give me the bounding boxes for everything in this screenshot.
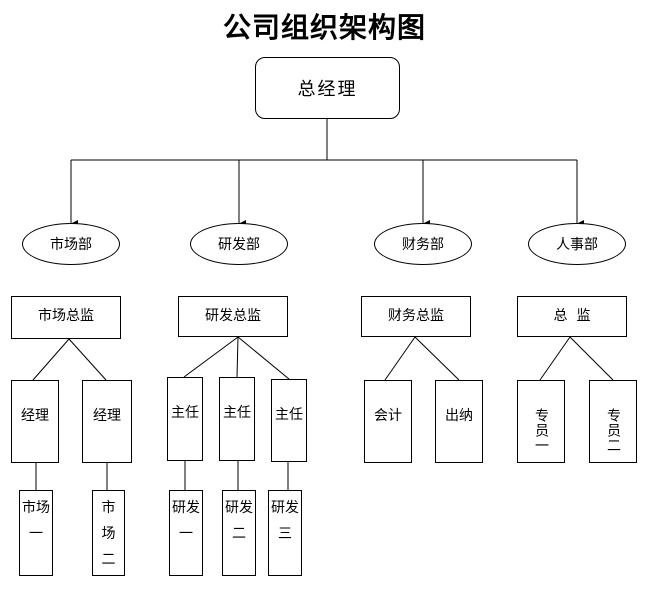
rnd-lead-box-3: 主任 (271, 379, 307, 462)
rnd-team-label-1: 研发一 (172, 500, 200, 542)
rnd-lead-label-3: 主任 (275, 407, 303, 423)
hr-specialist-box-1: 专员一 (517, 380, 565, 463)
dept-hr-ellipse: 人事部 (528, 223, 626, 265)
rnd-team-label-2: 研发二 (225, 500, 253, 542)
market-team-box-1: 市场一 (19, 490, 53, 576)
dept-rnd-ellipse: 研发部 (190, 223, 288, 265)
rnd-director-box: 研发总监 (178, 296, 288, 337)
rnd-team-box-2: 研发二 (222, 490, 256, 576)
hr-specialist-label-1: 专员一 (533, 408, 549, 453)
dept-market-ellipse: 市场部 (22, 223, 120, 265)
hr-specialist-label-2: 专员二 (605, 408, 621, 453)
rnd-team-label-3: 研发三 (271, 500, 299, 542)
hr-director-box: 总 监 (517, 296, 627, 337)
chart-title: 公司组织架构图 (222, 11, 426, 44)
rnd-lead-label-1: 主任 (171, 405, 199, 421)
finance-director-box: 财务总监 (361, 296, 471, 337)
market-manager-label-1: 经理 (21, 408, 49, 424)
finance-cashier-box: 出纳 (435, 380, 483, 463)
dept-finance-ellipse: 财务部 (374, 223, 472, 265)
finance-cashier-label: 出纳 (445, 408, 473, 424)
market-team-label-1: 市场一 (22, 500, 50, 542)
market-manager-box-2: 经理 (82, 380, 132, 463)
rnd-team-box-1: 研发一 (169, 490, 203, 576)
rnd-lead-box-1: 主任 (167, 377, 203, 461)
market-director-box: 市场总监 (11, 296, 121, 339)
finance-accountant-box: 会计 (364, 380, 412, 463)
finance-accountant-label: 会计 (374, 408, 402, 424)
hr-specialist-box-2: 专员二 (589, 380, 637, 463)
market-manager-label-2: 经理 (93, 408, 121, 424)
rnd-lead-box-2: 主任 (219, 377, 255, 461)
general-manager-box: 总经理 (255, 57, 400, 119)
rnd-team-box-3: 研发三 (268, 490, 302, 576)
market-team-label-2: 市场二 (101, 500, 116, 568)
rnd-lead-label-2: 主任 (223, 405, 251, 421)
market-team-box-2: 市场二 (92, 490, 125, 576)
market-manager-box-1: 经理 (11, 380, 59, 463)
